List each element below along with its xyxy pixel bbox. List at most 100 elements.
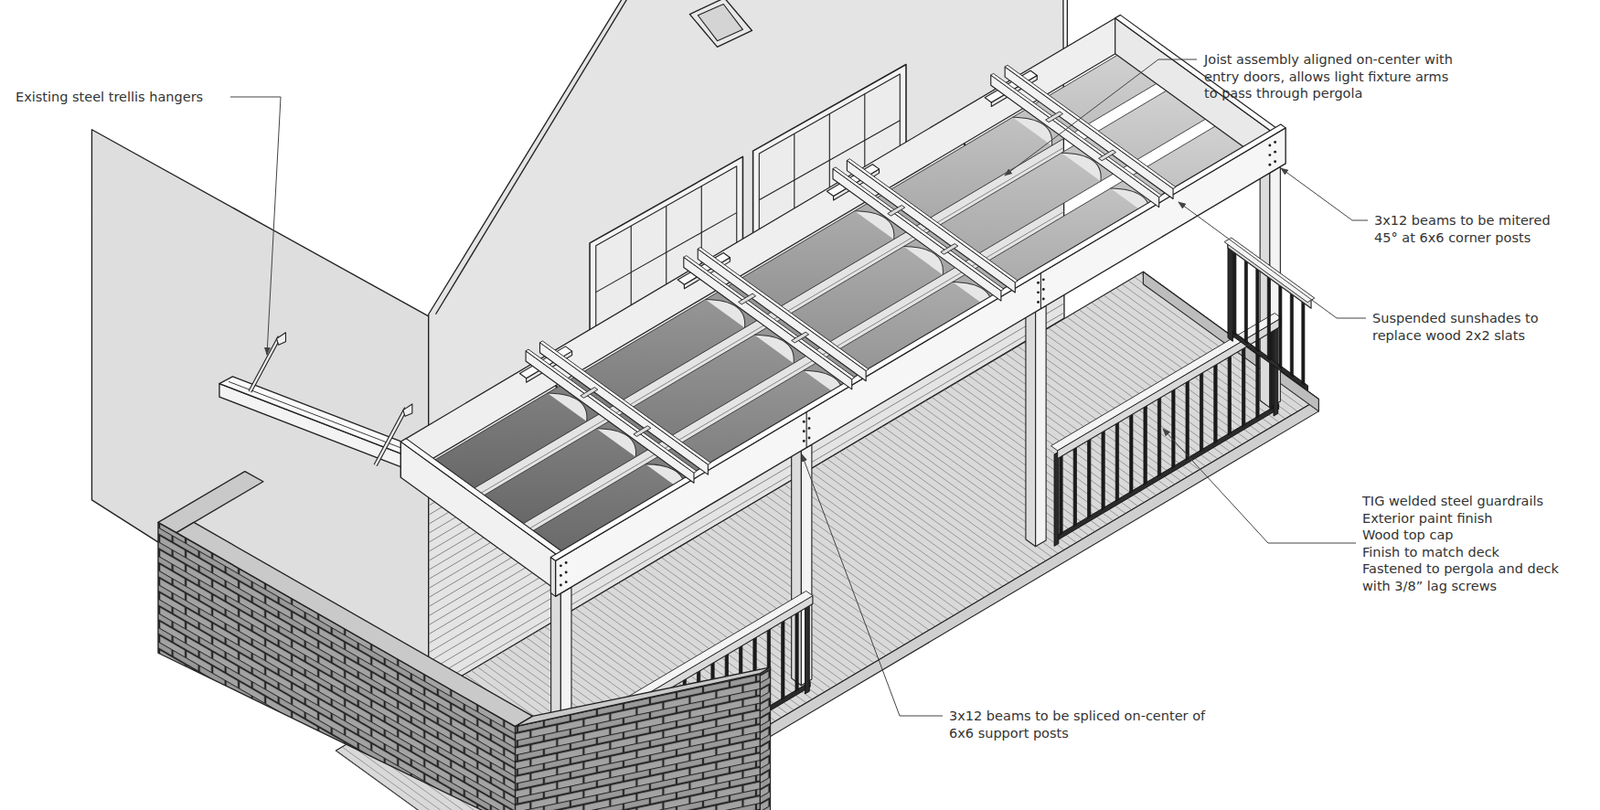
lag-bolt (1036, 281, 1040, 285)
baluster (781, 616, 785, 700)
lag-bolt (1268, 163, 1271, 167)
joist-crossbar (940, 244, 959, 256)
baluster (1101, 426, 1105, 510)
joist (1004, 66, 1174, 200)
gable-vent (689, 0, 752, 47)
baluster (1157, 393, 1161, 477)
deck-fascia (511, 398, 1319, 810)
baluster (1088, 435, 1091, 519)
baluster (1059, 451, 1063, 535)
lag-bolt (565, 571, 568, 575)
brick-cap (176, 522, 533, 726)
baluster (1143, 401, 1147, 485)
joist-crossbar (1045, 111, 1064, 123)
baluster (1242, 342, 1246, 427)
lag-bolt (808, 416, 811, 420)
joist (539, 341, 711, 465)
baluster (1256, 268, 1259, 353)
joist (846, 160, 1015, 293)
callout-note: Fastened to pergola and deck with 3/8” l… (1362, 560, 1587, 595)
beam-splice (806, 412, 808, 448)
baluster (1279, 285, 1282, 370)
baluster (1130, 409, 1133, 493)
lag-bolt (808, 426, 811, 430)
pergola (400, 14, 1286, 810)
callout-note: TIG welded steel guardrails (1362, 492, 1544, 511)
lag-bolt (802, 420, 806, 424)
brick-face (515, 673, 761, 810)
joist-crossbar (791, 331, 810, 343)
brick-face (158, 522, 516, 810)
leader-line (801, 454, 943, 716)
callout-note: Suspended sunshades to replace wood 2x2 … (1372, 309, 1560, 344)
gable-vent (697, 3, 743, 41)
joist (991, 73, 1163, 197)
joist (525, 351, 694, 484)
baluster (1073, 443, 1077, 527)
callout-note: Existing steel trellis hangers (15, 88, 203, 107)
lag-bolt (559, 564, 563, 567)
joist (539, 342, 708, 476)
end-beam (400, 438, 564, 556)
rail-post (1054, 451, 1059, 546)
joist (683, 256, 855, 380)
baluster (1185, 376, 1189, 460)
joist (991, 74, 1160, 208)
joist (832, 167, 1004, 291)
lag-bolt (565, 580, 568, 584)
front-beam (550, 124, 1286, 561)
joist-crossbar (738, 293, 757, 305)
lag-bolt (1268, 153, 1271, 157)
joist-crossbar (633, 426, 651, 438)
lag-bolt (1273, 160, 1277, 163)
support-post (1025, 304, 1036, 546)
lag-bolt (1042, 277, 1046, 281)
baluster (1290, 293, 1293, 378)
joist (683, 256, 853, 390)
lag-bolt (559, 584, 563, 587)
joist (1004, 64, 1176, 189)
leader-lines (230, 59, 1368, 716)
baluster (1199, 368, 1203, 452)
baluster (1233, 251, 1237, 336)
leader-line (1004, 59, 1197, 176)
front-beam (555, 128, 1286, 598)
lag-bolt (808, 437, 811, 440)
joist (846, 159, 1018, 283)
steel-hanger (249, 336, 279, 392)
lag-bolt (565, 561, 568, 565)
steel-hanger (249, 336, 279, 392)
baluster (795, 608, 799, 692)
baluster (1244, 260, 1248, 345)
leader-line (1162, 428, 1356, 544)
joist (697, 248, 866, 382)
lag-bolt (802, 429, 806, 433)
support-post (1259, 165, 1270, 407)
baluster (1301, 301, 1305, 386)
joist (525, 349, 697, 473)
lag-bolt (1042, 288, 1046, 291)
callout-note: Wood top cap (1362, 526, 1453, 544)
lag-bolt (1273, 140, 1277, 144)
callout-note: Joist assembly aligned on-center with en… (1204, 51, 1465, 103)
leader-line (1280, 168, 1368, 221)
beam-splice (1040, 273, 1042, 310)
joist (832, 169, 1002, 302)
lag-bolt (1042, 298, 1046, 301)
end-beam (400, 441, 558, 592)
joist-crossbar (887, 204, 906, 216)
rail-post (805, 599, 811, 694)
callout-note: Exterior paint finish (1362, 510, 1493, 528)
leader-line (1178, 202, 1366, 319)
hanger-tab (403, 404, 413, 416)
hanger-tab (276, 332, 286, 345)
joist-crossbar (1098, 149, 1117, 161)
brick-cap (158, 471, 264, 534)
lag-bolt (1268, 144, 1271, 148)
lag-bolt (559, 574, 563, 577)
baluster (1227, 351, 1231, 435)
brick-cap (515, 667, 771, 727)
